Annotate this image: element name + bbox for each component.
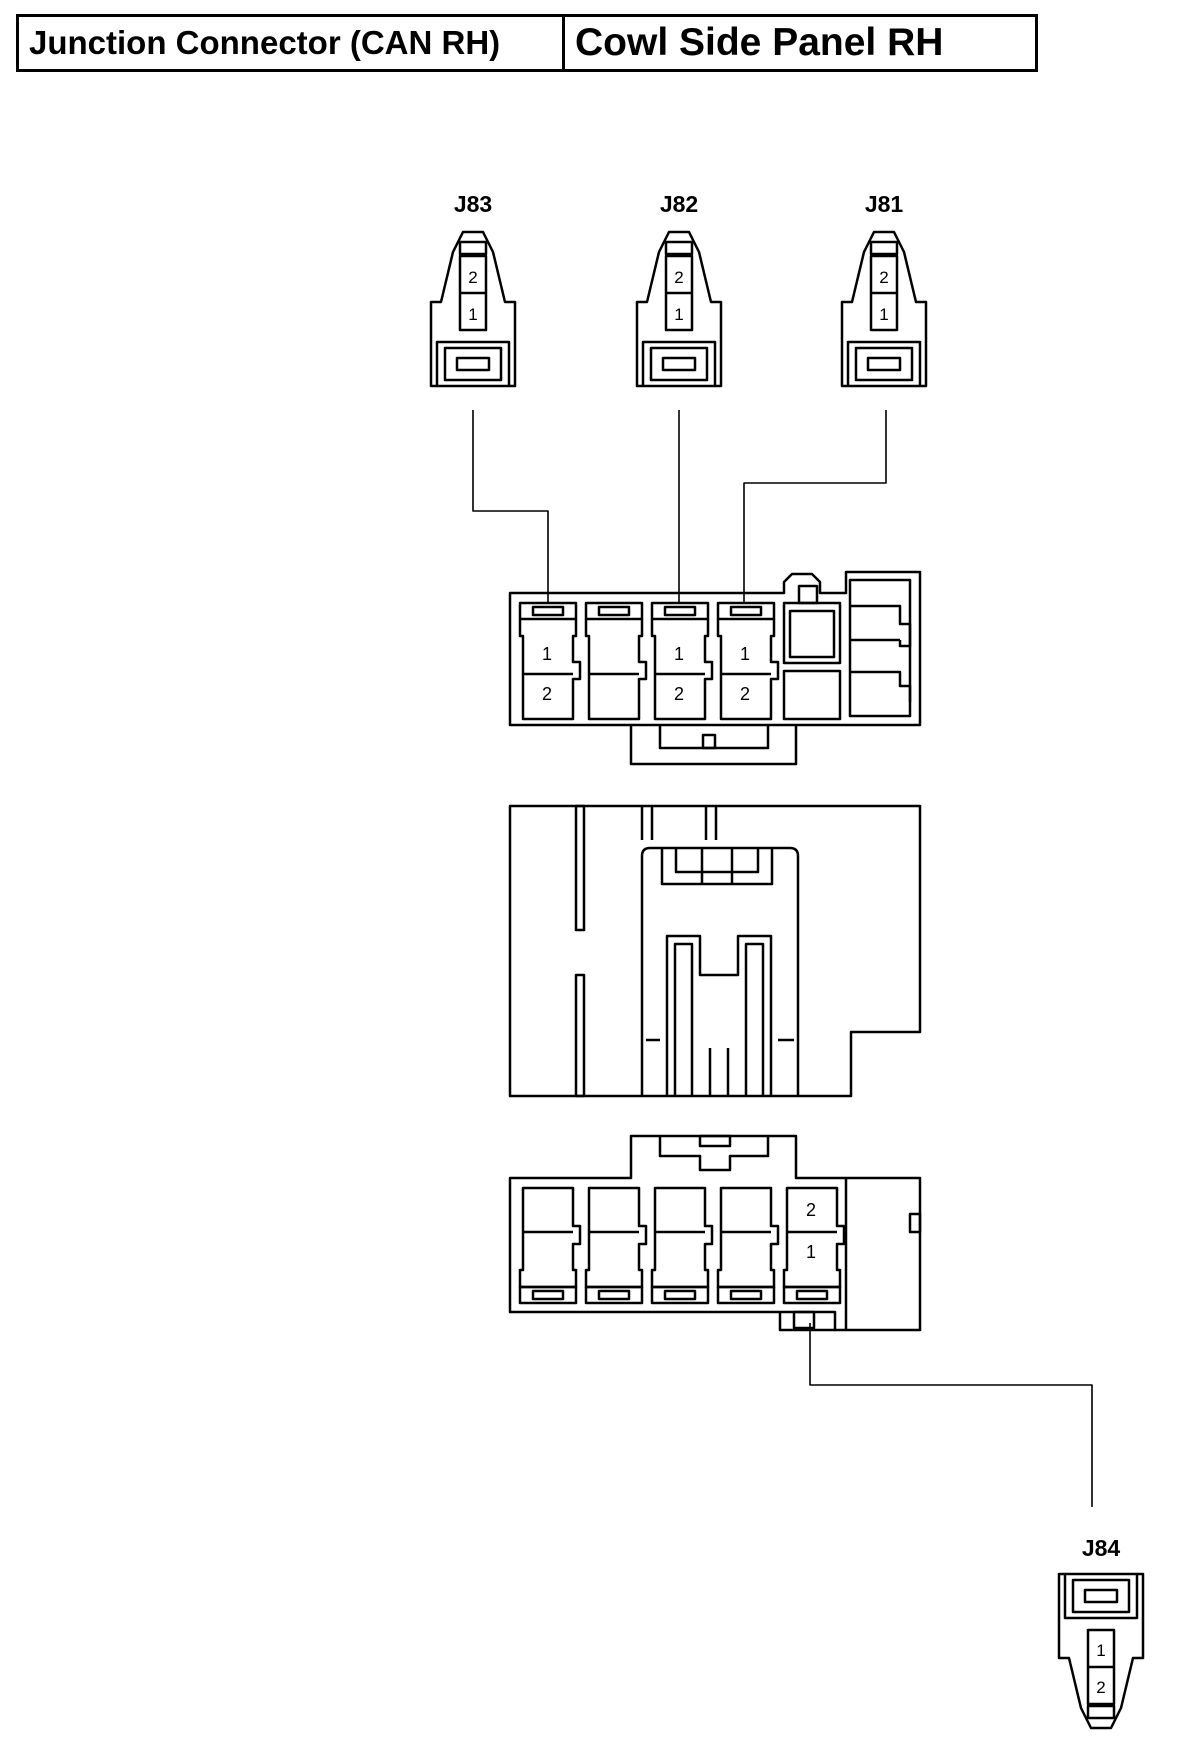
wire-j83 — [472, 410, 549, 603]
junction-top-cavity4-upper: 1 — [740, 644, 750, 664]
connector-j84: J84 1 2 — [1057, 1535, 1145, 1730]
j83-pin-top: 2 — [468, 268, 477, 287]
j81-pin-bottom: 1 — [879, 305, 888, 324]
junction-bottom-face: 2 1 — [508, 1134, 922, 1332]
j82-pin-top: 2 — [674, 268, 683, 287]
junction-top-cavity1-upper: 1 — [542, 644, 552, 664]
component-title: Junction Connector (CAN RH) — [19, 17, 565, 69]
connector-j83-label: J83 — [454, 191, 492, 217]
connector-j82-label: J82 — [660, 191, 698, 217]
junction-top-cavity3-lower: 2 — [674, 684, 684, 704]
connector-j84-label: J84 — [1082, 1535, 1121, 1561]
junction-bottom-cavity5-upper: 2 — [806, 1200, 816, 1220]
title-table: Junction Connector (CAN RH) Cowl Side Pa… — [16, 14, 1038, 72]
j83-pin-bottom: 1 — [468, 305, 477, 324]
wire-j81 — [743, 410, 887, 603]
junction-top-cavity1-lower: 2 — [542, 684, 552, 704]
wires — [472, 410, 1093, 1507]
junction-top-cavity3-upper: 1 — [674, 644, 684, 664]
junction-top-cavity4-lower: 2 — [740, 684, 750, 704]
junction-bottom-cavity5-lower: 1 — [806, 1242, 816, 1262]
location-title: Cowl Side Panel RH — [575, 21, 944, 64]
connector-j83: J83 2 1 — [429, 191, 517, 388]
j82-pin-bottom: 1 — [674, 305, 683, 324]
connector-j81: J81 2 1 — [840, 191, 928, 388]
connector-j81-label: J81 — [865, 191, 904, 217]
j84-pin-top: 1 — [1096, 1641, 1105, 1660]
j84-pin-bottom: 2 — [1096, 1678, 1105, 1697]
connector-j82: J82 2 1 — [635, 191, 723, 388]
j81-pin-top: 2 — [879, 268, 888, 287]
wire-j84 — [809, 1323, 1093, 1507]
junction-top-face: 1 2 1 2 1 2 — [508, 570, 922, 766]
junction-side-view — [508, 804, 922, 1098]
